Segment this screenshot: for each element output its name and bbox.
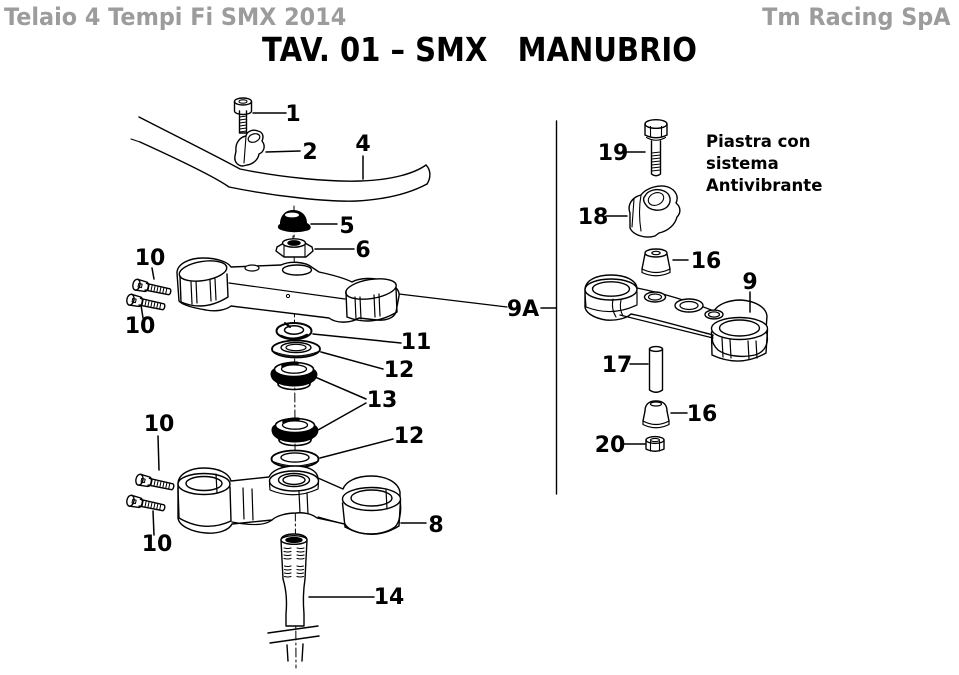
callout-20: 20	[595, 433, 626, 458]
lower-clamp-8-drawing	[177, 465, 402, 535]
bushing-16-upper-drawing	[641, 248, 671, 277]
leader-line-9a-left	[398, 293, 508, 308]
callout-13: 13	[367, 388, 398, 413]
callout-2: 2	[302, 140, 317, 165]
handlebar-clamp-2-drawing	[234, 129, 265, 167]
screw-10-lower-b-drawing	[125, 493, 167, 515]
callout-9a: 9A	[507, 297, 539, 322]
callout-4: 4	[355, 132, 370, 157]
bolt-19-drawing	[644, 118, 668, 177]
plate-9-drawing	[584, 274, 769, 362]
screw-10-lower-a-drawing	[134, 472, 176, 494]
seal-lower-12-drawing	[270, 449, 320, 469]
callout-18: 18	[578, 205, 609, 230]
leader-line-12a	[320, 351, 384, 370]
leader-line-10d	[152, 510, 155, 536]
top-clamp-9a-drawing	[176, 257, 400, 323]
screw-10-upper-a-drawing	[131, 277, 173, 299]
callout-14: 14	[374, 585, 405, 610]
page-title: TAV. 01 – SMX MANUBRIO	[262, 30, 697, 69]
callout-1: 1	[285, 102, 300, 127]
antivibration-note-line3: Antivibrante	[706, 176, 822, 195]
lock-washer-11-drawing	[275, 322, 313, 340]
leader-line-11	[312, 333, 402, 344]
callout-10-upper-b: 10	[125, 314, 156, 339]
bolt-1-drawing	[233, 97, 253, 134]
leader-lines	[140, 112, 751, 598]
leader-line-13a	[314, 376, 367, 400]
bearing-13-lower-drawing	[276, 419, 315, 446]
antivibration-note-line2: sistema	[706, 154, 779, 173]
bearing-13-upper-drawing	[275, 363, 314, 390]
callout-10-lower-b: 10	[142, 532, 173, 557]
leader-line-10a	[151, 267, 155, 280]
clamp-18-drawing	[628, 185, 681, 238]
steering-nut-6-drawing	[275, 238, 314, 258]
catalog-title: Telaio 4 Tempi Fi SMX 2014	[4, 3, 347, 31]
leader-line-13b	[317, 402, 367, 431]
callout-6: 6	[355, 238, 370, 263]
bushing-16-lower-drawing	[642, 400, 670, 429]
leader-line-10c	[157, 435, 160, 471]
steering-cap-5-drawing	[277, 210, 311, 241]
leader-line-10b	[140, 304, 144, 319]
nut-20-drawing	[645, 435, 665, 452]
handlebar-drawing	[130, 116, 431, 202]
callout-16-upper: 16	[691, 249, 722, 274]
callout-19: 19	[598, 141, 629, 166]
callout-12-lower: 12	[394, 424, 425, 449]
callout-12-upper: 12	[384, 358, 415, 383]
callout-5: 5	[339, 214, 354, 239]
callout-9: 9	[742, 270, 757, 295]
antivibration-note-line1: Piastra con	[706, 132, 810, 151]
callout-17: 17	[602, 353, 633, 378]
callout-10-upper-a: 10	[135, 246, 166, 271]
callout-8: 8	[428, 513, 443, 538]
screw-10-upper-b-drawing	[125, 292, 167, 314]
leader-line-2	[265, 150, 301, 153]
sleeve-17-drawing	[648, 345, 664, 393]
seal-upper-12-drawing	[271, 339, 321, 359]
company-name: Tm Racing SpA	[762, 3, 951, 31]
callout-11: 11	[401, 330, 432, 355]
callout-16-lower: 16	[687, 402, 718, 427]
leader-line-12b	[319, 438, 394, 459]
steering-stem-14-drawing	[267, 533, 320, 662]
callout-10-lower-a: 10	[144, 412, 175, 437]
